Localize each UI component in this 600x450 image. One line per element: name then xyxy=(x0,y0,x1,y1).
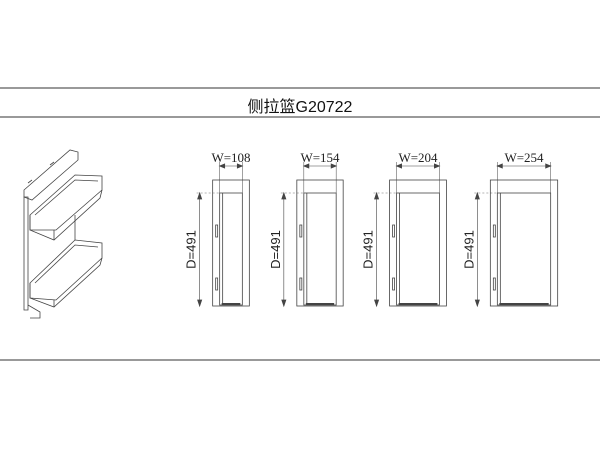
cabinet-outline xyxy=(489,179,559,307)
width-label: W=204 xyxy=(398,150,438,165)
depth-arrowheads xyxy=(197,191,203,308)
depth-label: D=491 xyxy=(361,230,376,269)
page-title: 侧拉篮G20722 xyxy=(247,99,353,116)
basket-outline xyxy=(219,192,243,306)
depth-arrowheads xyxy=(474,191,480,308)
width-label: W=154 xyxy=(300,150,340,165)
runner-top xyxy=(299,224,303,238)
runner-top xyxy=(492,224,496,238)
runner-top xyxy=(392,224,395,238)
width-arrowheads xyxy=(302,163,338,169)
cabinet-outline xyxy=(296,179,344,307)
basket-outline xyxy=(396,192,440,306)
depth-label: D=491 xyxy=(268,230,283,269)
width-label: W=108 xyxy=(211,150,250,165)
basket-outline xyxy=(303,192,337,306)
runner-bottom xyxy=(392,277,395,291)
depth-label: D=491 xyxy=(461,230,476,269)
width-arrowheads xyxy=(496,163,552,169)
basket-isometric-illustration xyxy=(23,149,103,319)
depth-arrowheads xyxy=(374,191,380,308)
runner-top xyxy=(215,224,219,238)
runner-bottom xyxy=(492,277,496,291)
cabinet-outline xyxy=(389,179,447,307)
basket-outline xyxy=(496,192,552,306)
width-arrowheads xyxy=(395,163,441,169)
cabinet-outline xyxy=(212,179,250,307)
width-label: W=254 xyxy=(504,150,544,165)
depth-arrowheads xyxy=(281,191,287,308)
runner-bottom xyxy=(299,277,303,291)
runner-bottom xyxy=(215,277,219,291)
depth-label: D=491 xyxy=(184,230,199,269)
width-arrowheads xyxy=(218,163,244,169)
